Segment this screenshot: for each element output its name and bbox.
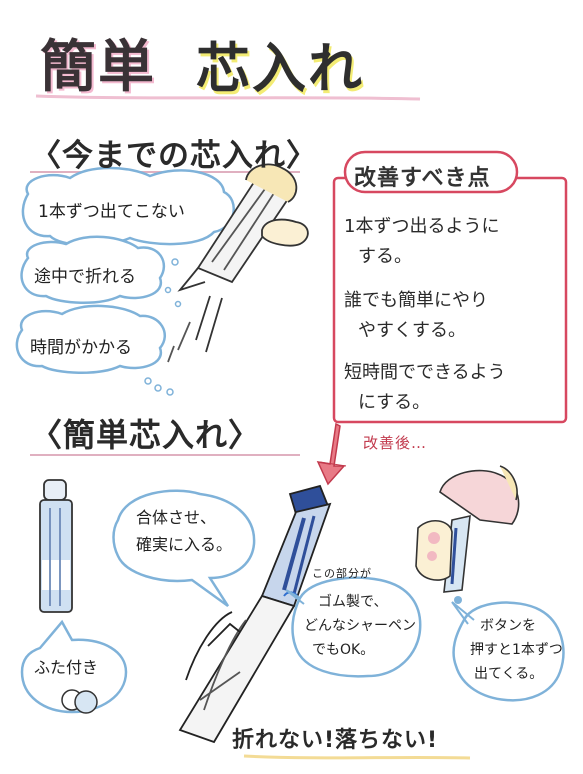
refill-case-sketch: [39, 479, 73, 613]
improvement-point-3-line2: にする。: [358, 392, 431, 413]
rubber-line2: どんなシャーペン: [304, 618, 416, 634]
improvement-point-2-line1: 誰でも簡単にやり: [344, 290, 488, 311]
problem-text-1: 1本ずつ出てこない: [38, 202, 185, 222]
part-note: この部分が: [312, 567, 372, 580]
button-bubble: [451, 601, 565, 702]
improvement-point-1-line1: 1本ずつ出るように: [344, 216, 500, 237]
improvement-point-3: 短時間でできるよう にする。: [344, 358, 506, 418]
improvement-point-3-line1: 短時間でできるよう: [344, 362, 506, 383]
cloud-problem-3: [15, 258, 182, 396]
cloud-problem-2: [20, 235, 166, 304]
button-bubble-text: ボタンを 押すと1本ずつ 出てくる。: [470, 614, 563, 686]
improvement-heading: 改善すべき点: [354, 166, 491, 191]
combine-bubble-text: 合体させ、 確実に入る。: [136, 504, 232, 558]
old-pen-sketch: [167, 163, 309, 363]
rubber-line1: ゴム製で、: [318, 594, 388, 610]
cap-bubble-text: ふた付き: [34, 658, 99, 677]
combine-bubble: [112, 489, 256, 608]
arrow-down: [316, 422, 347, 486]
improvement-point-2-line2: やすくする。: [358, 320, 466, 341]
improvement-box: [332, 150, 568, 424]
improvement-point-2: 誰でも簡単にやり やすくする。: [344, 286, 488, 346]
title-part2: 芯入れ: [196, 37, 364, 100]
improvement-point-1-line2: する。: [358, 246, 412, 267]
footer-underline: [243, 754, 471, 760]
big-pen-sketch: [178, 484, 332, 744]
footer-slogan: 折れない!落ちない!: [232, 728, 439, 753]
combine-line2: 確実に入る。: [136, 535, 233, 554]
cap-bubble: [20, 619, 128, 714]
rubber-line3: でもOK。: [312, 642, 375, 658]
improvement-point-1: 1本ずつ出るように する。: [344, 212, 499, 272]
button-pen-sketch: [415, 465, 520, 604]
title-part1: 簡単: [40, 35, 156, 100]
title-underline: [35, 94, 421, 101]
rubber-bubble-text: ゴム製で、 どんなシャーペン でもOK。: [304, 590, 416, 662]
button-line2: 押すと1本ずつ: [470, 642, 563, 658]
problem-text-3: 時間がかかる: [30, 338, 132, 358]
rubber-bubble: [285, 576, 422, 678]
new-section-heading: 〈簡単芯入れ〉: [30, 416, 262, 454]
combine-line1: 合体させ、: [136, 508, 217, 527]
button-line1: ボタンを: [480, 618, 536, 634]
problem-text-2: 途中で折れる: [34, 267, 136, 287]
after-label: 改善後…: [363, 434, 428, 452]
old-section-heading: 〈今までの芯入れ〉: [30, 138, 318, 174]
button-line3: 出てくる。: [474, 666, 544, 682]
